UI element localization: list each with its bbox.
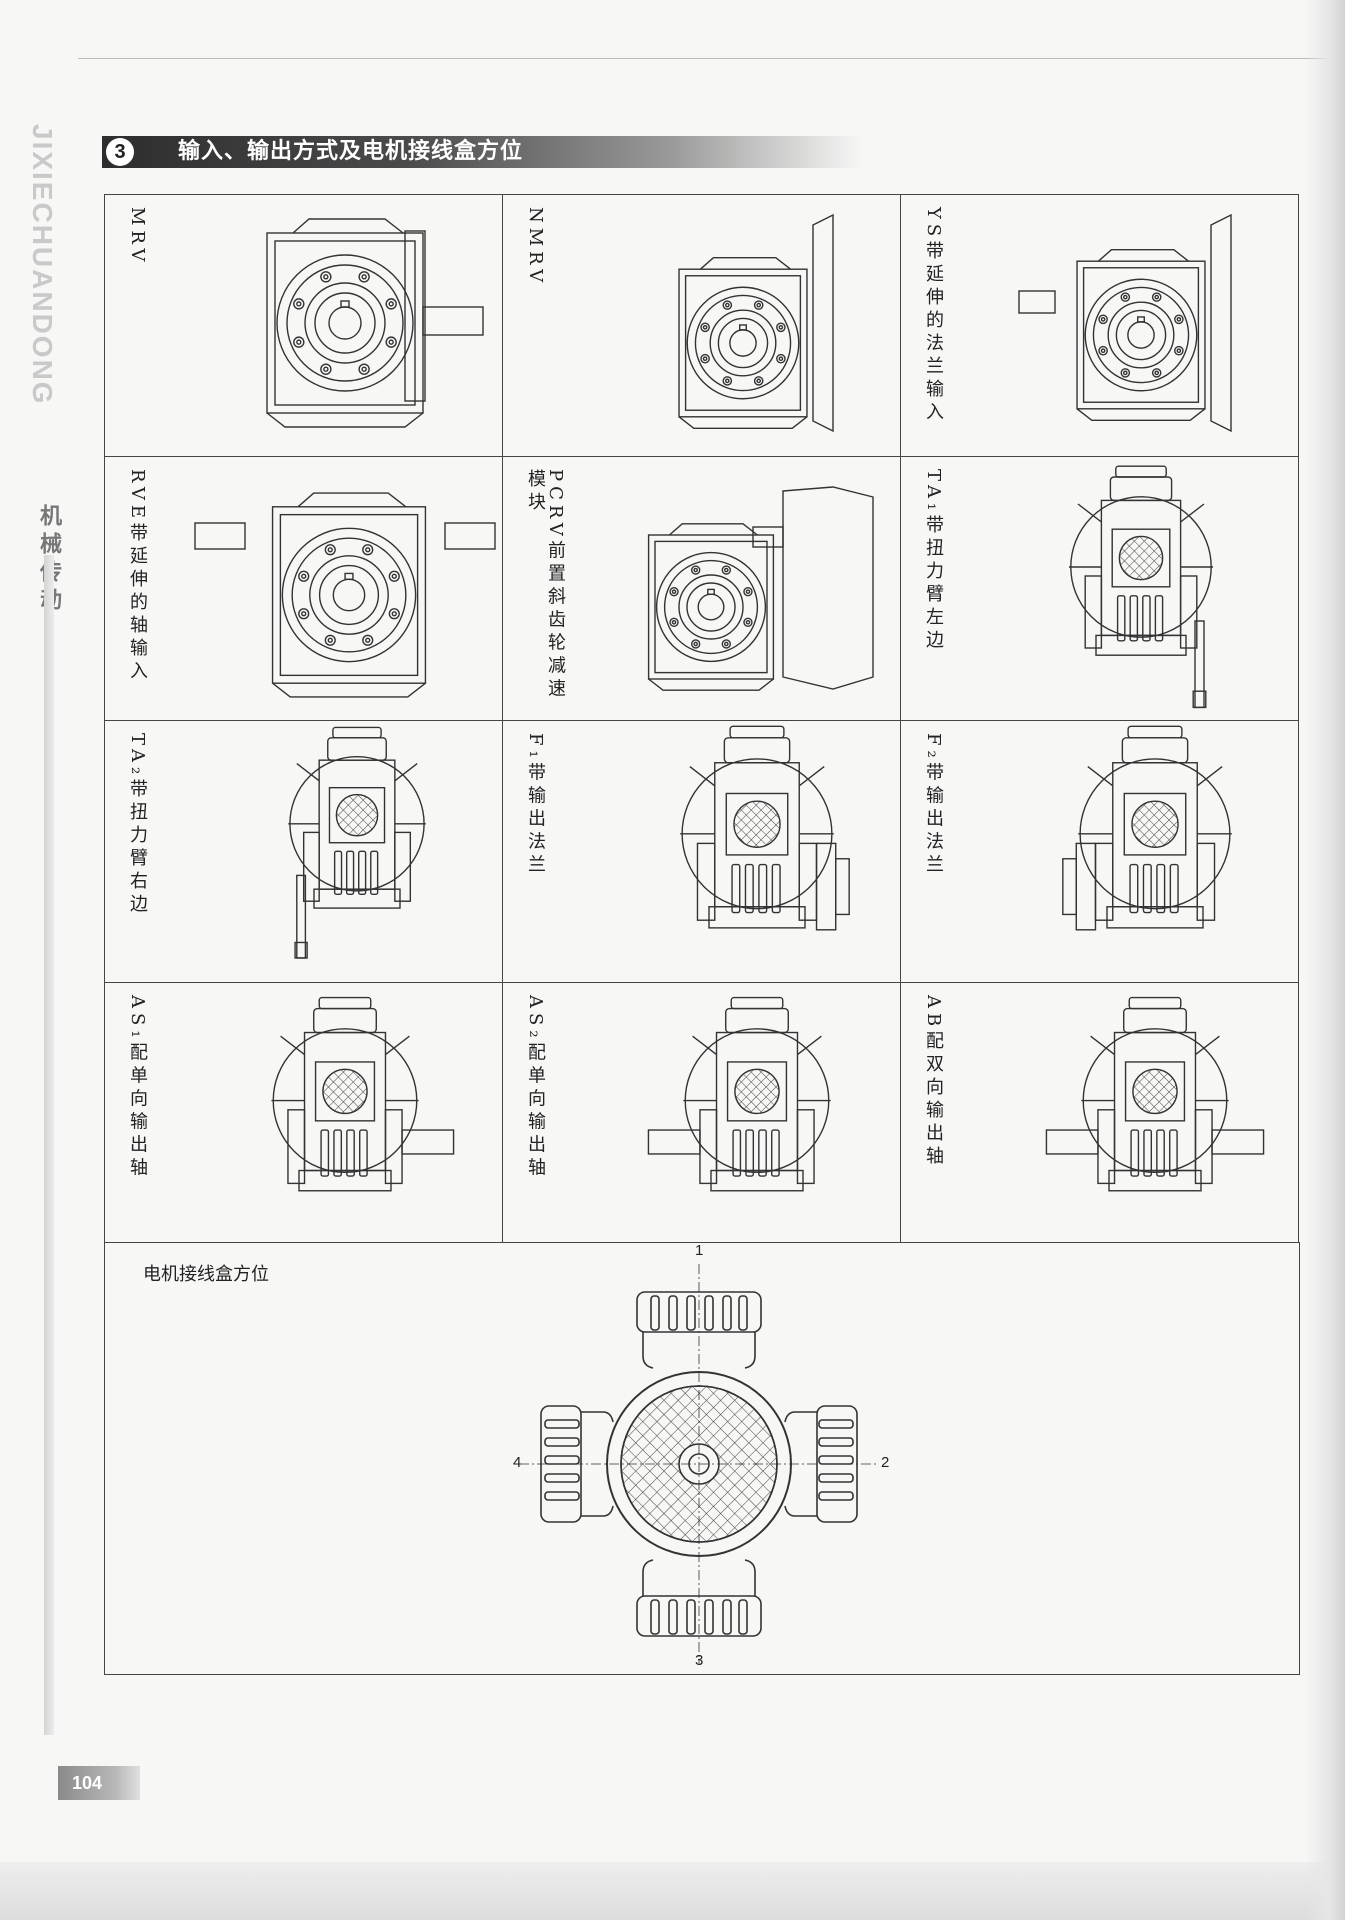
mounting-option-cell: AB配双向输出轴 bbox=[901, 983, 1299, 1243]
mounting-option-cell: TA₁带扭力臂左边 bbox=[901, 457, 1299, 721]
mounting-option-cell: AS₂配单向输出轴 bbox=[503, 983, 901, 1243]
output-flange-right-icon bbox=[680, 725, 850, 931]
mounting-option-label: AS₂配单向输出轴 bbox=[525, 995, 546, 1181]
worm-gearbox-extended-flange-icon bbox=[1018, 213, 1232, 433]
top-rule bbox=[78, 58, 1333, 59]
mounting-option-label: F₂带输出法兰 bbox=[923, 733, 944, 878]
mounting-option-label: TA₂带扭力臂右边 bbox=[127, 733, 148, 918]
mounting-option-cell: RVE带延伸的轴输入 bbox=[105, 457, 503, 721]
single-output-shaft-left-icon bbox=[647, 996, 831, 1192]
output-flange-left-icon bbox=[1062, 725, 1232, 931]
scan-bottom-band bbox=[0, 1862, 1345, 1920]
position-1-label: 1 bbox=[695, 1242, 704, 1259]
mounting-option-cell: YS带延伸的法兰输入 bbox=[901, 195, 1299, 457]
position-3-label: 3 bbox=[695, 1652, 704, 1669]
page-number: 104 bbox=[58, 1766, 140, 1800]
terminal-box-panel: 电机接线盒方位 bbox=[104, 1242, 1300, 1675]
mounting-option-cell: F₁带输出法兰 bbox=[503, 721, 901, 983]
mounting-option-label: RVE带延伸的轴输入 bbox=[127, 469, 148, 685]
mounting-option-label: F₁带输出法兰 bbox=[525, 733, 546, 878]
sidebar: JIXIECHUANDONG 机械传动 bbox=[0, 58, 70, 1808]
mounting-option-cell: MRV bbox=[105, 195, 503, 457]
worm-gearbox-motor-flange-icon bbox=[678, 213, 834, 433]
mounting-option-label: YS带延伸的法兰输入 bbox=[923, 207, 944, 426]
mounting-option-cell: TA₂带扭力臂右边 bbox=[105, 721, 503, 983]
mounting-option-label: NMRV bbox=[525, 207, 546, 288]
sidebar-stripe bbox=[44, 555, 54, 1735]
mounting-option-cell: AS₁配单向输出轴 bbox=[105, 983, 503, 1243]
section-title: 输入、输出方式及电机接线盒方位 bbox=[178, 139, 524, 164]
terminal-box-label: 电机接线盒方位 bbox=[143, 1264, 269, 1285]
mounting-option-label: AS₁配单向输出轴 bbox=[127, 995, 148, 1181]
mounting-option-label: TA₁带扭力臂左边 bbox=[923, 469, 944, 654]
position-4-label: 4 bbox=[513, 1454, 522, 1471]
mounting-option-label: PCRV前置斜齿轮减速模块 bbox=[525, 469, 566, 702]
brand-vertical-text: JIXIECHUANDONG bbox=[27, 124, 58, 406]
worm-gearbox-helical-module-icon bbox=[647, 486, 874, 691]
motor-terminal-box-diagram bbox=[519, 1264, 879, 1664]
mounting-option-cell: NMRV bbox=[503, 195, 901, 457]
mounting-options-grid: MRV NMRV YS带延伸的法兰输入 RVE带延伸的轴输入 PCRV前置斜齿轮减速模块… bbox=[104, 194, 1299, 1243]
position-2-label: 2 bbox=[881, 1454, 890, 1471]
double-output-shaft-icon bbox=[1045, 996, 1265, 1192]
mounting-option-label: MRV bbox=[127, 207, 148, 267]
torque-arm-left-icon bbox=[1069, 465, 1213, 709]
section-number-badge: 3 bbox=[106, 138, 134, 166]
scan-edge-shadow bbox=[1305, 0, 1345, 1920]
worm-gearbox-double-shaft-icon bbox=[194, 492, 496, 698]
torque-arm-right-icon bbox=[288, 726, 426, 959]
mounting-option-cell: F₂带输出法兰 bbox=[901, 721, 1299, 983]
mounting-option-label: AB配双向输出轴 bbox=[923, 995, 944, 1170]
single-output-shaft-right-icon bbox=[271, 996, 455, 1192]
worm-gearbox-shaft-input-icon bbox=[266, 218, 484, 428]
section-header-bar bbox=[102, 136, 862, 168]
mounting-option-cell: PCRV前置斜齿轮减速模块 bbox=[503, 457, 901, 721]
